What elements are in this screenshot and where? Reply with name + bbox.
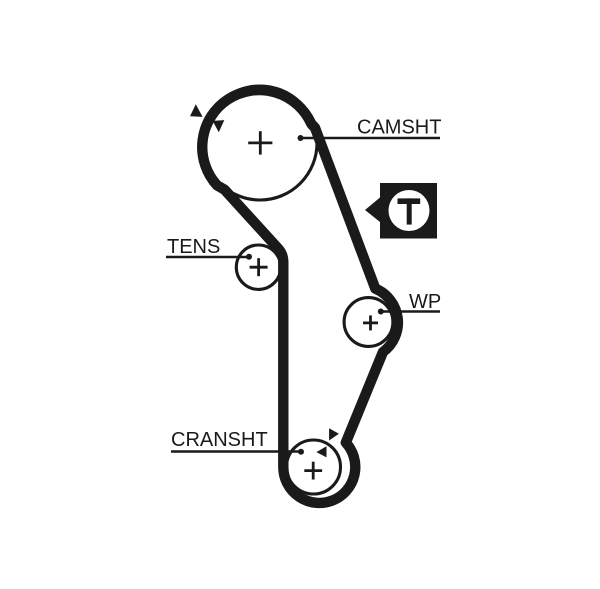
svg-text:CAMSHT: CAMSHT: [357, 117, 441, 139]
svg-text:WP: WP: [409, 291, 441, 313]
svg-text:TENS: TENS: [167, 236, 220, 258]
svg-text:CRANSHT: CRANSHT: [171, 429, 268, 451]
